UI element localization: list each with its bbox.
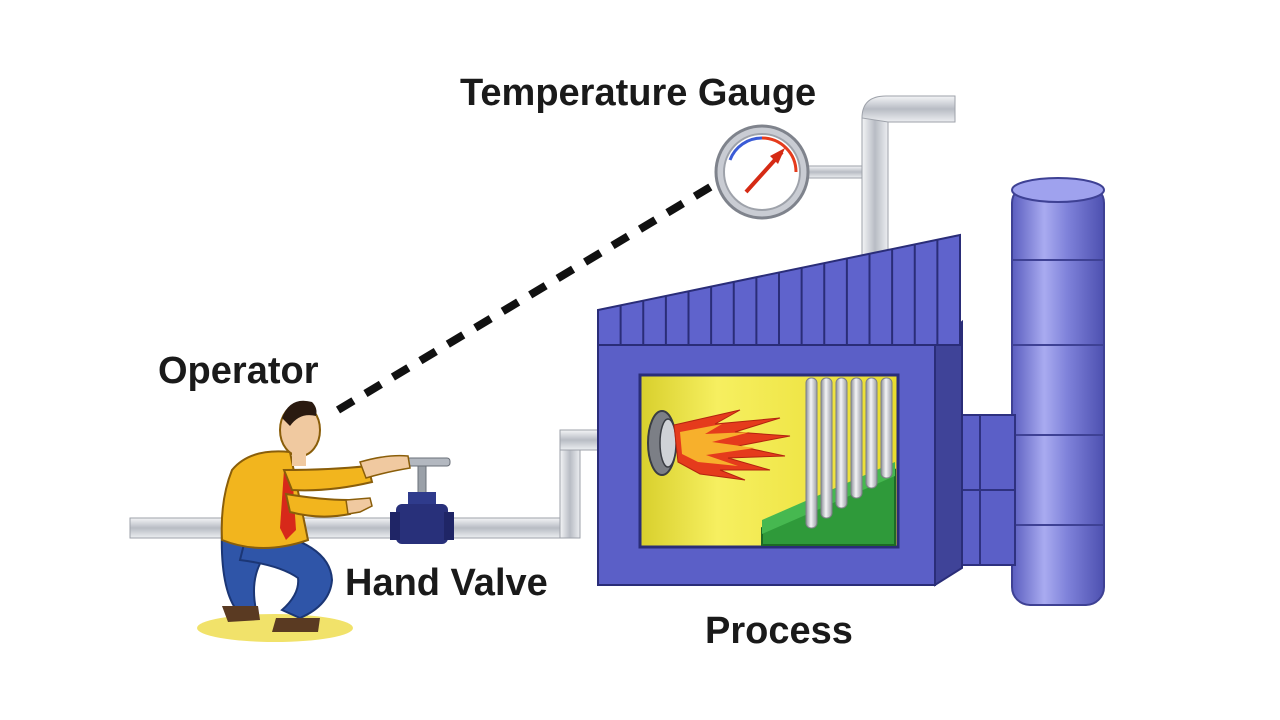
exhaust-pipe — [799, 95, 956, 259]
operator-label: Operator — [158, 350, 319, 392]
heat-tube — [865, 377, 878, 489]
line-of-sight — [335, 182, 715, 414]
process-label: Process — [705, 610, 853, 652]
heat-tube — [850, 377, 863, 499]
temperature-gauge-label: Temperature Gauge — [460, 72, 817, 114]
chimney-stack — [1011, 177, 1105, 606]
heat-tube — [805, 377, 818, 529]
hand-valve — [390, 457, 454, 544]
heat-tube — [835, 377, 848, 509]
heat-tube — [820, 377, 833, 519]
temperature-gauge — [714, 124, 810, 220]
heat-tube — [880, 377, 893, 479]
furnace — [597, 233, 963, 587]
operator-figure — [197, 400, 411, 642]
hand-valve-label: Hand Valve — [345, 562, 548, 604]
